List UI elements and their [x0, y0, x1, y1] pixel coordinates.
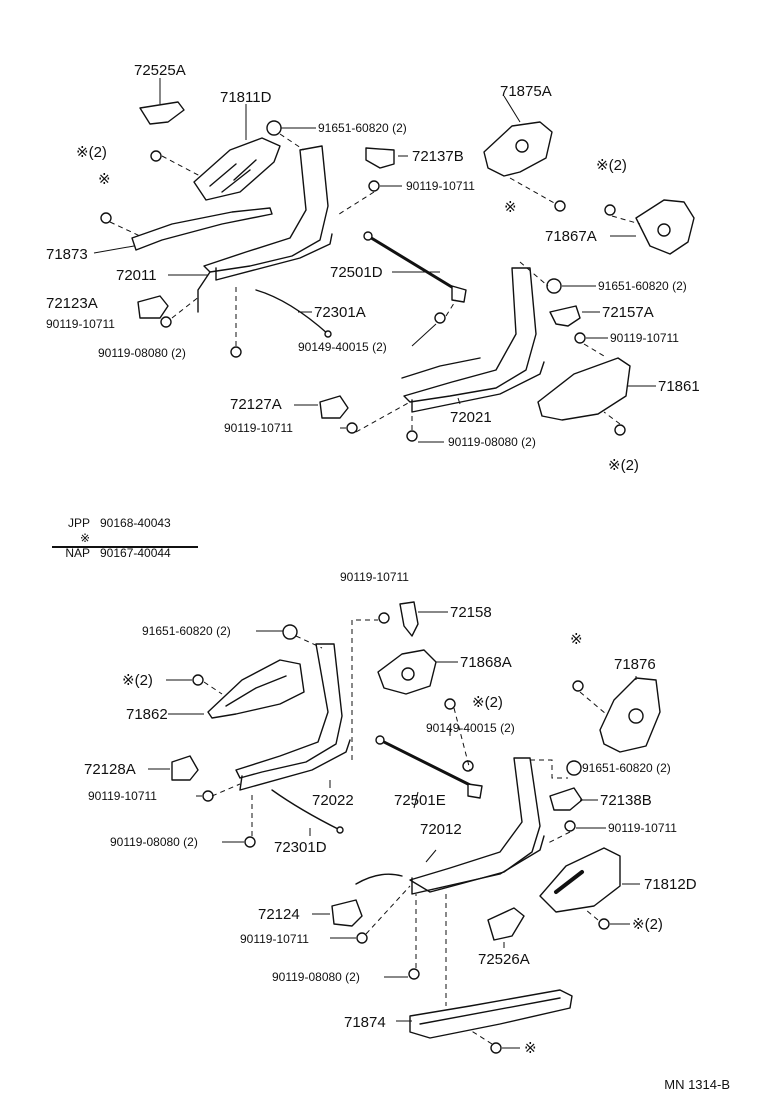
callout-90119-10711-upper-bottom: 90119-10711: [224, 421, 293, 435]
callout-72012: 72012: [420, 821, 462, 838]
callout-72128a: 72128A: [84, 761, 136, 778]
callout-90119-10711-upper-left: 90119-10711: [46, 317, 115, 331]
legend-row-nap: ※ NAP 90167-40044: [52, 531, 171, 561]
callout-91651-60820-lower-left: 91651-60820 (2): [142, 624, 231, 638]
callout-90119-08080-upper-right: 90119-08080 (2): [448, 435, 536, 449]
part-72127a: [319, 395, 349, 419]
part-71812d: [539, 847, 621, 913]
callout-72526a: 72526A: [478, 951, 530, 968]
legend-tag-jpp: JPP: [67, 516, 90, 530]
callout-90119-08080-upper-left: 90119-08080 (2): [98, 346, 186, 360]
part-72137b: [365, 147, 395, 169]
callout-nap-bolt-upper-left: ※: [98, 171, 111, 188]
callout-72501d: 72501D: [330, 264, 383, 281]
callout-72124: 72124: [258, 906, 300, 923]
callout-72123a: 72123A: [46, 295, 98, 312]
callout-nap-bolt-2-lower-right: ※(2): [632, 916, 663, 933]
callout-71874: 71874: [344, 1014, 386, 1031]
callout-nap-bolt-upper-right: ※: [504, 199, 517, 216]
part-72123a: [137, 295, 169, 319]
part-72124: [331, 899, 363, 927]
part-72128a: [171, 755, 199, 781]
callout-91651-60820-upper-left: 91651-60820 (2): [318, 121, 407, 135]
part-71811d: [193, 137, 281, 201]
part-72526a: [487, 907, 525, 941]
callout-90119-08080-lower-left: 90119-08080 (2): [110, 835, 198, 849]
part-71873: [131, 207, 273, 251]
part-71874: [409, 989, 573, 1039]
callout-90149-40015-lower: 90149-40015 (2): [426, 721, 515, 735]
callout-90119-10711-upper-right: 90119-10711: [610, 331, 679, 345]
callout-nap-bolt-lower-right: ※: [570, 631, 583, 648]
part-72021: [403, 267, 537, 403]
callout-90119-10711-lower-bottom: 90119-10711: [240, 932, 309, 946]
callout-71875a: 71875A: [500, 83, 552, 100]
callout-90119-10711-lower-top: 90119-10711: [340, 570, 409, 584]
callout-72301d: 72301D: [274, 839, 327, 856]
callout-72501e: 72501E: [394, 792, 446, 809]
legend-row-jpp: JPP 90168-40043: [52, 516, 171, 531]
part-72301a: [255, 289, 329, 335]
callout-71873: 71873: [46, 246, 88, 263]
legend-tag-nap: ※ NAP: [65, 531, 90, 560]
callout-72301a: 72301A: [314, 304, 366, 321]
callout-nap-bolt-2-upper-left: ※(2): [76, 144, 107, 161]
diagram-code: MN 1314-B: [664, 1077, 730, 1092]
legend-underline: [52, 546, 198, 548]
callout-72011: 72011: [116, 267, 157, 284]
callout-nap-bolt-2-lower-left: ※(2): [122, 672, 153, 689]
part-72525a: [139, 101, 185, 125]
part-72138b: [549, 787, 583, 811]
part-72157a: [549, 305, 581, 327]
part-71862: [207, 659, 305, 719]
callout-72525a: 72525A: [134, 62, 186, 79]
part-72012: [409, 757, 541, 893]
callout-nap-bolt-lower-bottom: ※: [524, 1040, 537, 1057]
callout-72157a: 72157A: [602, 304, 654, 321]
callout-71876: 71876: [614, 656, 656, 673]
callout-72021: 72021: [450, 409, 492, 426]
legend-code-jpp: 90168-40043: [100, 516, 171, 530]
bolt-legend: JPP 90168-40043 ※ NAP 90167-40044: [52, 516, 171, 561]
callout-71861: 71861: [658, 378, 700, 395]
callout-72158: 72158: [450, 604, 492, 621]
part-72301d: [271, 789, 341, 831]
callout-90119-10711-lower-left: 90119-10711: [88, 789, 157, 803]
callout-90119-08080-lower-bottom: 90119-08080 (2): [272, 970, 360, 984]
callout-72127a: 72127A: [230, 396, 282, 413]
callout-72137b: 72137B: [412, 148, 464, 165]
callout-90119-10711-upper-center: 90119-10711: [406, 179, 475, 193]
callout-71868a: 71868A: [460, 654, 512, 671]
callout-90119-10711-lower-right: 90119-10711: [608, 821, 677, 835]
callout-91651-60820-lower-right: 91651-60820 (2): [582, 761, 671, 775]
callout-nap-bolt-2-lower-center: ※(2): [472, 694, 503, 711]
callout-nap-bolt-2-upper-bottom: ※(2): [608, 457, 639, 474]
callout-90149-40015-upper: 90149-40015 (2): [298, 340, 387, 354]
part-72501d: [366, 234, 462, 294]
callout-71811d: 71811D: [220, 89, 272, 106]
callout-71812d: 71812D: [644, 876, 697, 893]
part-71861: [537, 357, 631, 421]
part-72501e: [378, 738, 478, 790]
callout-71862: 71862: [126, 706, 168, 723]
callout-nap-bolt-2-upper-right: ※(2): [596, 157, 627, 174]
callout-72022: 72022: [312, 792, 354, 809]
callout-91651-60820-upper-right: 91651-60820 (2): [598, 279, 687, 293]
part-72158: [399, 601, 419, 637]
callout-71867a: 71867A: [545, 228, 597, 245]
part-72011: [203, 145, 329, 273]
legend-code-nap: 90167-40044: [100, 546, 171, 560]
callout-72138b: 72138B: [600, 792, 652, 809]
part-72022: [235, 643, 343, 779]
